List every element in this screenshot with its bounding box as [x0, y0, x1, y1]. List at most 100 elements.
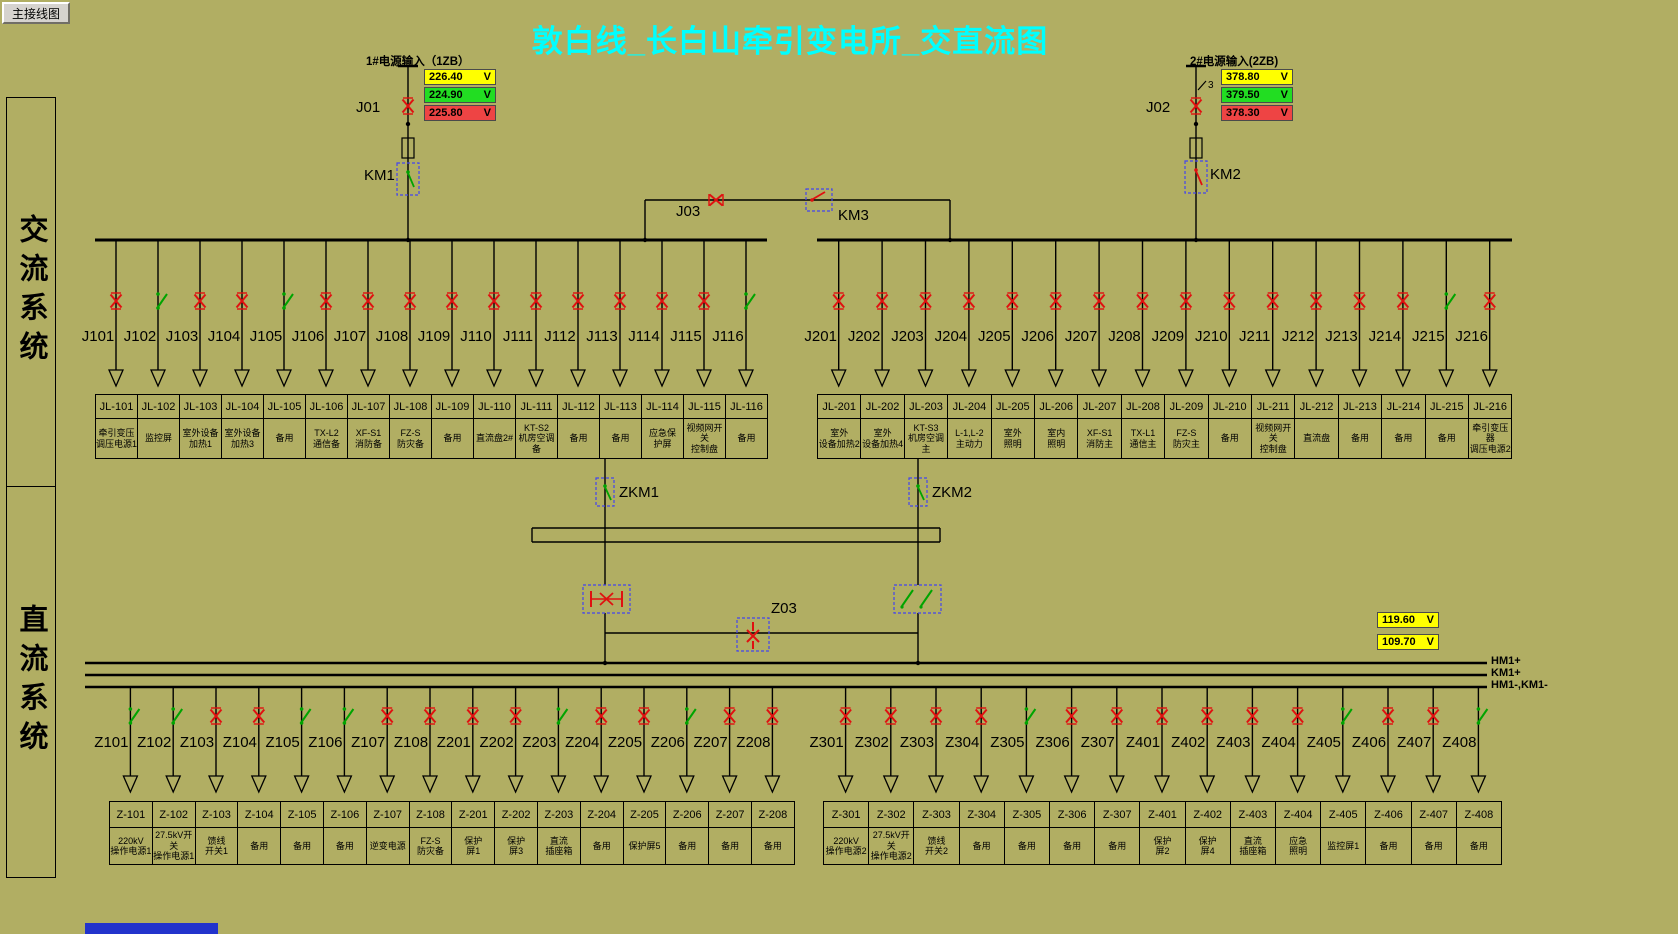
breaker-closed-Z104[interactable]	[252, 707, 266, 725]
breaker-closed-J203[interactable]	[919, 292, 932, 310]
breaker-closed-J108[interactable]	[403, 292, 417, 310]
feeder-box-Z201: Z-201	[451, 801, 496, 828]
breaker-closed-J103[interactable]	[193, 292, 207, 310]
feeder-arrow-icon	[612, 369, 628, 388]
feeder-id-label: Z302	[855, 734, 889, 751]
breaker-closed-J214[interactable]	[1396, 292, 1410, 310]
switch-open-J116[interactable]	[744, 292, 756, 310]
breaker-closed-Z207[interactable]	[723, 707, 736, 725]
breaker-closed-Z306[interactable]	[1065, 707, 1078, 725]
switch-open-Z206[interactable]	[685, 707, 697, 725]
breaker-closed-Z301[interactable]	[839, 707, 852, 725]
breaker-closed-Z402[interactable]	[1200, 707, 1214, 725]
breaker-closed-J213[interactable]	[1353, 292, 1366, 310]
breaker-closed-J212[interactable]	[1309, 292, 1323, 310]
feeder-box-J206: JL-206	[1034, 394, 1079, 419]
feeder-desc-Z207: 备用	[708, 827, 752, 865]
main-wiring-diagram-button[interactable]: 主接线图	[2, 2, 71, 24]
breaker-closed-Z404[interactable]	[1291, 707, 1304, 725]
feeder-arrow-icon	[1351, 369, 1368, 388]
feeder-id-label: J201	[804, 328, 837, 345]
breaker-closed-J112[interactable]	[571, 292, 585, 310]
breaker-closed-Z401[interactable]	[1155, 707, 1169, 725]
feeder-box-J210: JL-210	[1207, 394, 1252, 419]
contactor-ZKM2[interactable]	[916, 484, 925, 501]
switch-open-J102[interactable]	[156, 292, 168, 310]
breaker-closed-Z108[interactable]	[423, 707, 437, 725]
breaker-closed-J111[interactable]	[529, 292, 543, 310]
breaker-closed-J106[interactable]	[319, 292, 333, 310]
breaker-closed-J216[interactable]	[1483, 292, 1496, 310]
breaker-closed-Z201[interactable]	[466, 707, 480, 725]
breaker-closed-Z304[interactable]	[974, 707, 988, 725]
breaker-closed-Z407[interactable]	[1426, 707, 1440, 725]
switch-open-Z106[interactable]	[342, 707, 355, 725]
feeder-id-label: J113	[586, 328, 617, 345]
feeder-desc-Z404: 应急 照明	[1275, 827, 1322, 865]
feeder-id-label: J211	[1239, 328, 1270, 345]
breaker-closed-J114[interactable]	[655, 292, 669, 310]
switch-open-Z305[interactable]	[1024, 707, 1037, 725]
breaker-closed-J208[interactable]	[1136, 292, 1149, 310]
feeder-id-label: J213	[1325, 328, 1358, 345]
switch-open-Z102[interactable]	[171, 707, 184, 725]
switch-open-Z101[interactable]	[128, 707, 141, 725]
breaker-closed-J210[interactable]	[1223, 292, 1236, 310]
feeder-box-J203: JL-203	[903, 394, 949, 419]
switch-open-J105[interactable]	[282, 292, 294, 310]
breaker-closed-J101[interactable]	[109, 292, 123, 310]
breaker-closed-Z103[interactable]	[209, 707, 223, 725]
feeder-box-Z204: Z-204	[579, 801, 624, 828]
breaker-closed-Z107[interactable]	[380, 707, 394, 725]
breaker-closed-J205[interactable]	[1006, 292, 1019, 310]
breaker-closed-J109[interactable]	[445, 292, 459, 310]
feeder-box-Z104: Z-104	[237, 801, 282, 828]
contactor-ZKM1[interactable]	[603, 484, 612, 501]
switch-open-J215[interactable]	[1444, 292, 1457, 310]
page-title: 敦白线_长白山牵引变电所_交直流图	[531, 24, 1049, 59]
breaker-closed-J206[interactable]	[1049, 292, 1062, 310]
feeder-id-label: J215	[1412, 328, 1445, 345]
breaker-closed-J113[interactable]	[613, 292, 627, 310]
breaker-closed-J204[interactable]	[962, 292, 976, 310]
feeder-arrow-icon	[507, 775, 524, 794]
switch-open-Z105[interactable]	[299, 707, 312, 725]
breaker-closed-J107[interactable]	[361, 292, 375, 310]
feeder-id-label: Z404	[1261, 734, 1295, 751]
voltage-unit: V	[483, 71, 491, 83]
switch-open-Z408[interactable]	[1476, 707, 1489, 725]
breaker-closed-Z204[interactable]	[594, 707, 608, 725]
breaker-closed-Z205[interactable]	[637, 707, 651, 725]
breaker-closed-J202[interactable]	[875, 292, 889, 310]
breaker-closed-Z406[interactable]	[1381, 707, 1395, 725]
feeder-arrow-icon	[696, 369, 712, 388]
breaker-closed-Z208[interactable]	[766, 707, 779, 725]
breaker-closed-J03[interactable]	[708, 193, 724, 207]
breaker-closed-J110[interactable]	[487, 292, 501, 310]
breaker-closed-J209[interactable]	[1179, 292, 1193, 310]
taskbar-fragment[interactable]	[85, 923, 218, 934]
feeder-box-J113: JL-113	[599, 394, 642, 419]
breaker-closed-J02[interactable]	[1189, 97, 1203, 115]
feeder-id-label: Z103	[180, 734, 214, 751]
breaker-closed-J104[interactable]	[235, 292, 249, 310]
breaker-closed-J115[interactable]	[697, 292, 711, 310]
breaker-closed-Z403[interactable]	[1246, 707, 1259, 725]
breaker-closed-J207[interactable]	[1092, 292, 1106, 310]
switch-open-Z203[interactable]	[556, 707, 569, 725]
breaker-closed-J211[interactable]	[1266, 292, 1279, 310]
breaker-closed-Z307[interactable]	[1110, 707, 1124, 725]
breaker-closed-Z202[interactable]	[509, 707, 522, 725]
feeder-desc-Z306: 备用	[1049, 827, 1096, 865]
voltage-value: 378.80	[1226, 71, 1260, 83]
switch-open-Z405[interactable]	[1341, 707, 1353, 725]
feeder-desc-J109: 备用	[431, 418, 474, 459]
feeder-desc-J216: 牵引变压器 调压电源2	[1468, 418, 1513, 459]
breaker-closed-J01[interactable]	[401, 97, 415, 115]
breaker-closed-Z302[interactable]	[884, 707, 898, 725]
feeder-desc-Z403: 直流 插座箱	[1229, 827, 1276, 865]
breaker-closed-Z303[interactable]	[929, 707, 943, 725]
breaker-closed-J201[interactable]	[832, 292, 845, 310]
